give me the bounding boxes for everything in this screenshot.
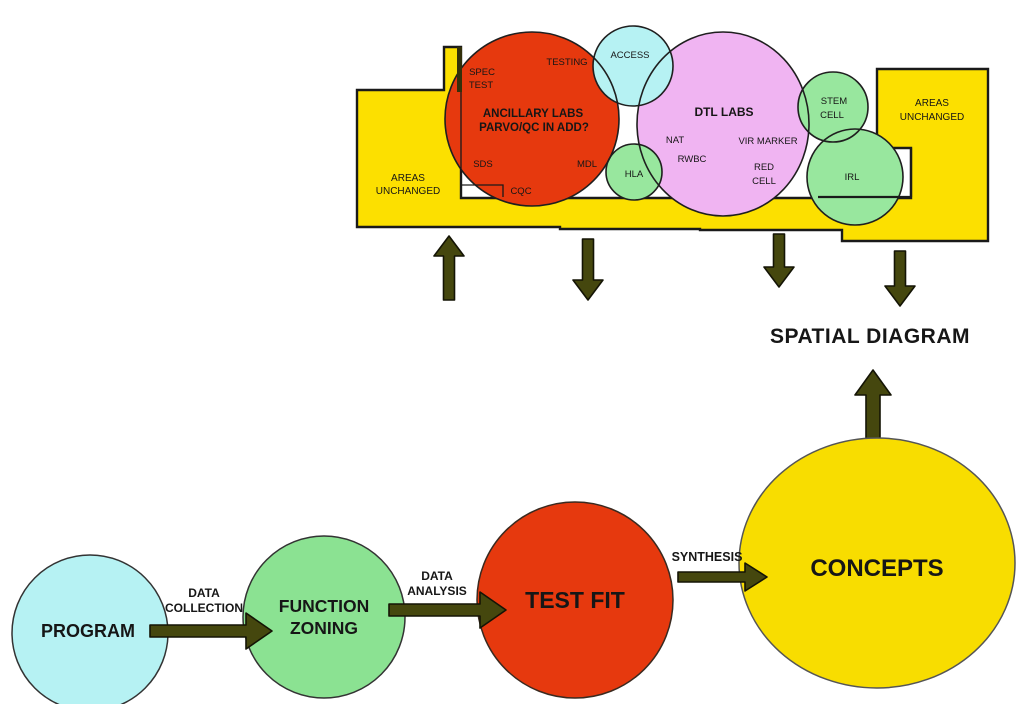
function-zoning-label-line1: FUNCTION bbox=[279, 596, 369, 616]
synthesis-arrow-icon bbox=[677, 562, 768, 592]
stem-cell-label-line2: CELL bbox=[820, 110, 844, 121]
plan-up-arrow-icon bbox=[433, 235, 465, 301]
data-analysis-label-line1: DATA bbox=[421, 569, 453, 583]
data-collection-label-line1: DATA bbox=[188, 586, 220, 600]
areas-unchanged-left-line1: AREAS bbox=[391, 173, 425, 184]
areas-unchanged-left-line2: UNCHANGED bbox=[376, 186, 440, 197]
room-mdl-label: MDL bbox=[577, 159, 597, 170]
ancillary-labs-bubble-outline bbox=[444, 31, 620, 207]
test-fit-label: TEST FIT bbox=[525, 587, 625, 613]
irl-bubble-outline bbox=[806, 128, 904, 226]
areas-unchanged-right-line1: AREAS bbox=[915, 98, 949, 109]
room-rwbc-label: RWBC bbox=[678, 154, 707, 165]
irl-label: IRL bbox=[845, 172, 860, 183]
access-bubble-outline bbox=[592, 25, 674, 107]
synthesis-label: SYNTHESIS bbox=[672, 550, 743, 564]
function-zoning-bubble bbox=[242, 535, 406, 699]
access-label: ACCESS bbox=[610, 50, 649, 61]
concepts-bubble bbox=[738, 437, 1016, 689]
room-test-label: TEST bbox=[469, 80, 493, 91]
ancillary-labs-label-line2: PARVO/QC IN ADD? bbox=[479, 122, 589, 134]
test-fit-bubble bbox=[476, 501, 674, 699]
room-testing-label: TESTING bbox=[546, 57, 587, 68]
plan-down-arrow-1-icon bbox=[572, 238, 604, 301]
plan-down-arrow-2-icon bbox=[763, 233, 795, 288]
concepts-label: CONCEPTS bbox=[810, 555, 943, 582]
irl-bubble bbox=[807, 129, 903, 225]
hla-bubble bbox=[606, 144, 662, 200]
data-analysis-label-line2: ANALYSIS bbox=[407, 584, 467, 598]
data-analysis-arrow-icon bbox=[388, 591, 507, 629]
hla-label: HLA bbox=[625, 169, 644, 180]
ancillary-labs-bubble bbox=[445, 32, 619, 206]
ancillary-labs-label-line1: ANCILLARY LABS bbox=[483, 108, 584, 120]
stem-cell-label-line1: STEM bbox=[821, 96, 847, 107]
room-vir-marker-label: VIR MARKER bbox=[738, 136, 797, 147]
plan-spec-wall bbox=[460, 92, 504, 197]
room-cqc-label: CQC bbox=[510, 186, 531, 197]
room-nat-label: NAT bbox=[666, 135, 684, 146]
room-sds-label: SDS bbox=[473, 159, 493, 170]
room-red-cell-label: CELL bbox=[752, 176, 776, 187]
data-collection-label-line2: COLLECTION bbox=[165, 601, 243, 615]
room-red-label: RED bbox=[754, 162, 774, 173]
program-label: PROGRAM bbox=[41, 621, 135, 641]
plan-down-arrow-3-icon bbox=[884, 250, 916, 307]
dtl-labs-bubble-outline bbox=[636, 31, 810, 217]
hla-bubble-outline bbox=[605, 143, 663, 201]
dtl-labs-label: DTL LABS bbox=[694, 105, 753, 119]
areas-unchanged-right-line2: UNCHANGED bbox=[900, 112, 964, 123]
room-spec-label: SPEC bbox=[469, 67, 495, 78]
plan-notch-wall bbox=[818, 148, 913, 199]
spatial-diagram-title: SPATIAL DIAGRAM bbox=[770, 325, 970, 348]
stem-cell-bubble-outline bbox=[797, 71, 869, 143]
dtl-labs-bubble bbox=[637, 32, 809, 216]
function-zoning-label-line2: ZONING bbox=[290, 618, 358, 638]
stem-cell-bubble bbox=[798, 72, 868, 142]
data-collection-arrow-icon bbox=[149, 612, 273, 650]
